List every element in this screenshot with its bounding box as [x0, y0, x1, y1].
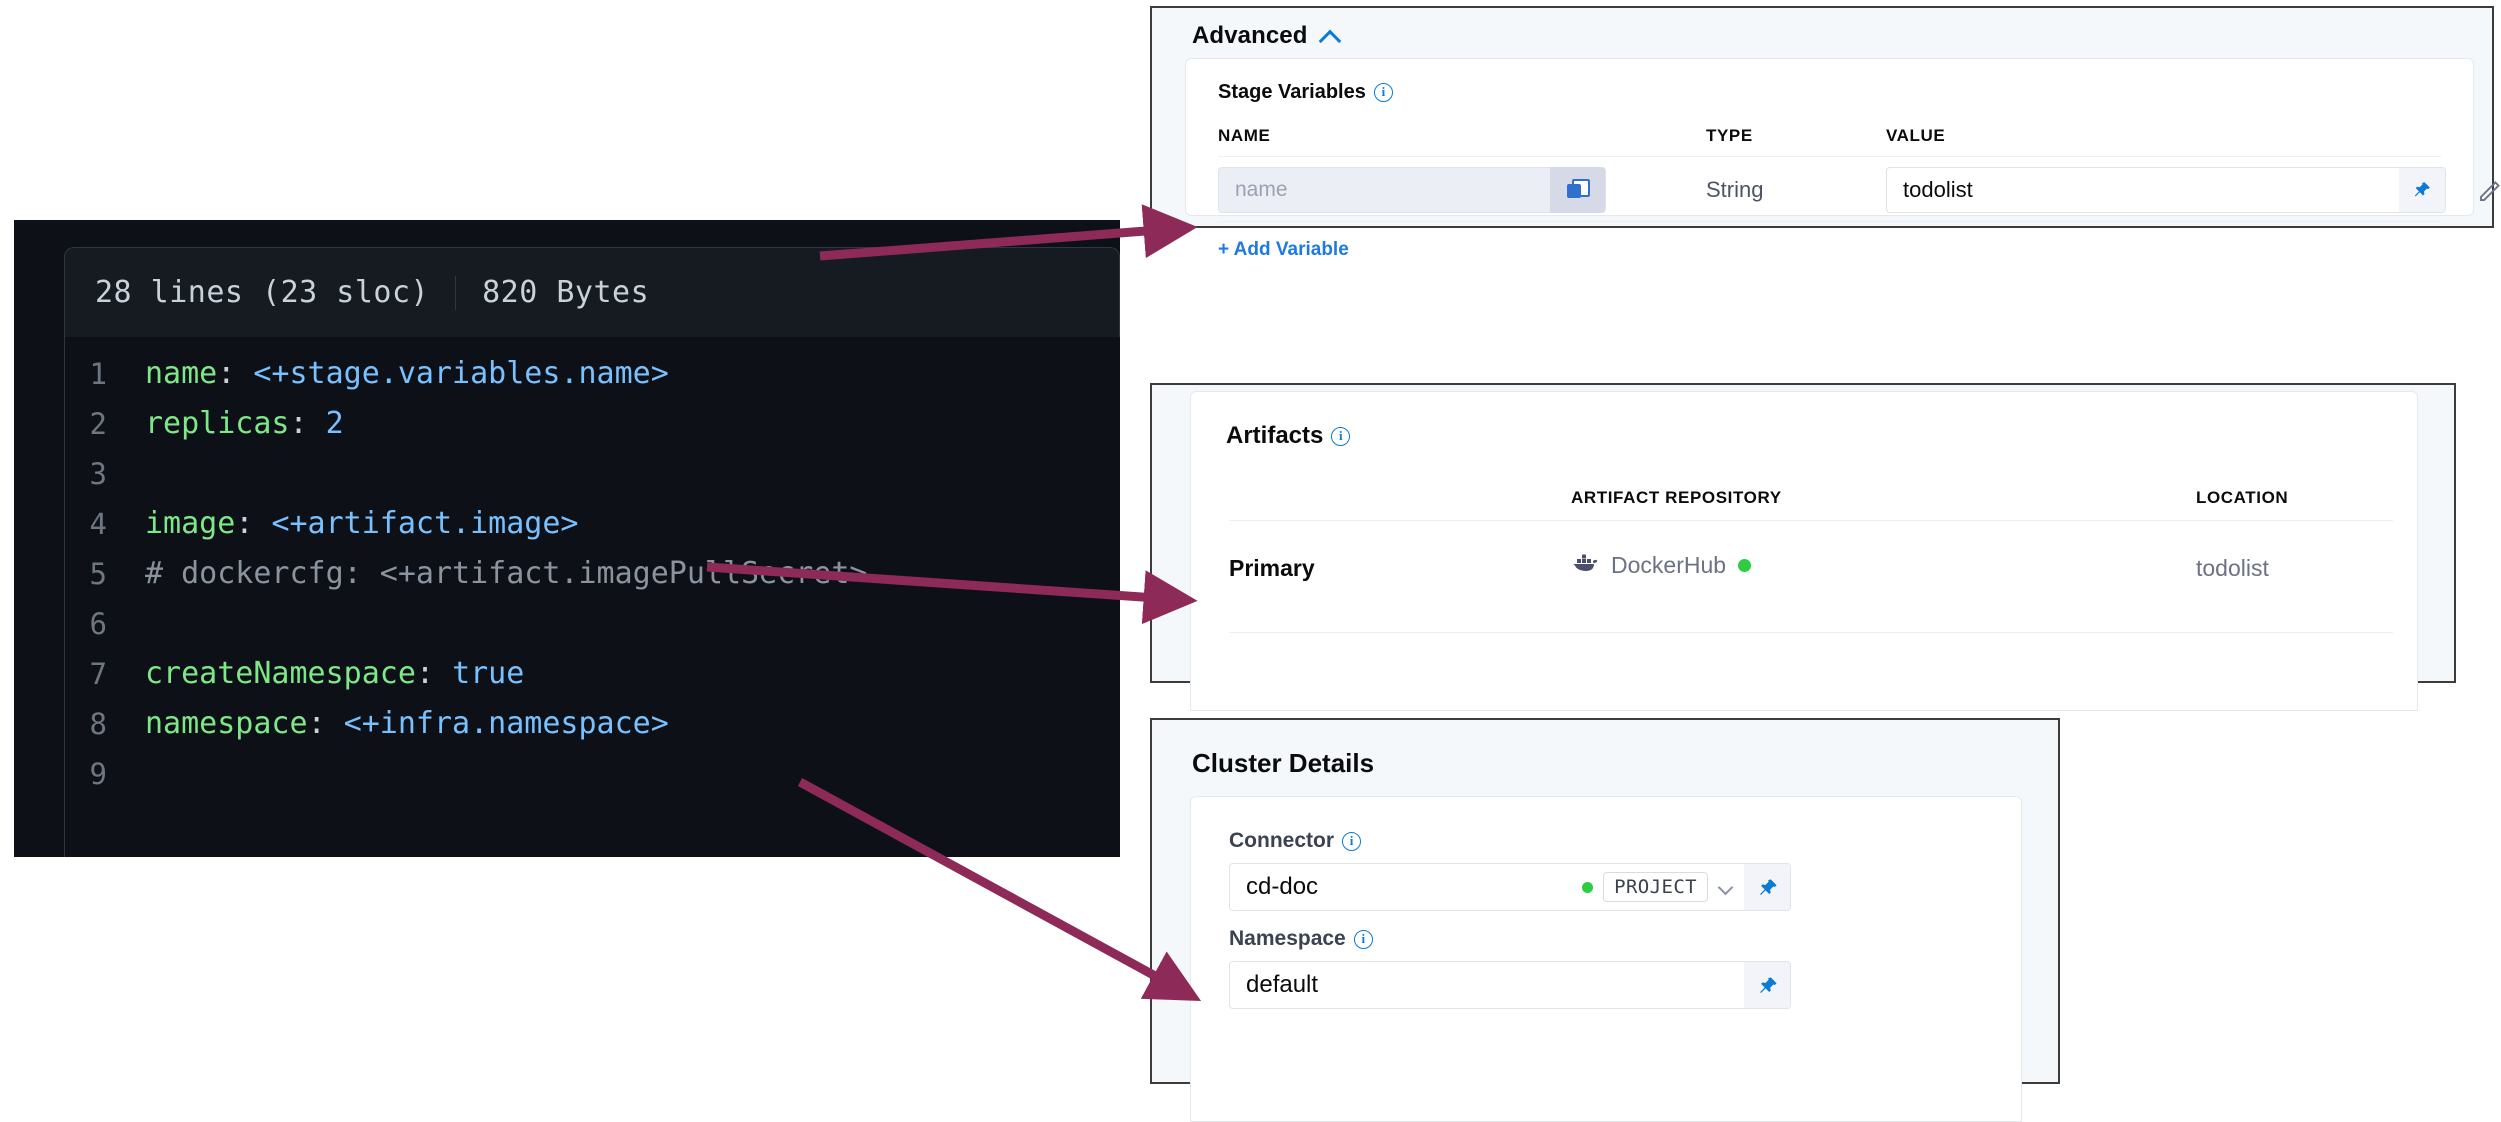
line-number: 2	[89, 407, 107, 441]
connector-value[interactable]: cd-doc	[1246, 873, 1319, 900]
table-divider	[1229, 520, 2393, 521]
connector-scope-chip: PROJECT	[1603, 872, 1708, 902]
artifact-location-value: todolist	[2196, 555, 2269, 581]
connector-label: Connector	[1229, 829, 1334, 852]
advanced-title: Advanced	[1192, 22, 1308, 49]
cluster-details-card: Connector i cd-doc PROJECT Namespace i d…	[1190, 796, 2022, 1122]
artifacts-label-group: Artifacts i	[1226, 422, 1351, 450]
code-line: 7 createNamespace: true	[65, 649, 1120, 699]
line-content: createNamespace: true	[145, 656, 525, 691]
info-icon[interactable]: i	[1342, 831, 1361, 851]
artifacts-label: Artifacts	[1226, 422, 1324, 449]
info-icon[interactable]: i	[1373, 83, 1393, 102]
code-line: 9	[65, 749, 1120, 799]
stage-variables-label-group: Stage Variables i	[1218, 81, 1393, 104]
variable-type-value: String	[1706, 177, 1764, 202]
line-number: 5	[89, 557, 107, 591]
variable-value-input[interactable]: todolist	[1903, 177, 1973, 202]
stage-variables-label: Stage Variables	[1218, 81, 1366, 103]
docker-whale-icon	[1571, 552, 1599, 579]
line-content: name: <+stage.variables.name>	[145, 356, 669, 391]
variable-value-field[interactable]: todolist	[1886, 167, 2446, 213]
artifact-repository-cell[interactable]: DockerHub	[1571, 552, 1752, 579]
artifact-repository-name: DockerHub	[1611, 552, 1727, 578]
namespace-label: Namespace	[1229, 927, 1346, 950]
artifact-row-name: Primary	[1229, 555, 1315, 581]
line-number: 1	[89, 357, 107, 391]
pin-icon[interactable]	[1744, 864, 1790, 910]
chevron-up-icon[interactable]	[1320, 26, 1340, 46]
line-content: namespace: <+infra.namespace>	[145, 706, 669, 741]
stage-variables-card: Stage Variables i NAME TYPE VALUE name S…	[1185, 58, 2500, 260]
line-number: 8	[89, 707, 107, 741]
code-line: 4 image: <+artifact.image>	[65, 499, 1120, 549]
chevron-down-icon[interactable]	[1718, 879, 1734, 895]
line-number: 7	[89, 657, 107, 691]
line-content: replicas: 2	[145, 406, 344, 441]
code-line: 2 replicas: 2	[65, 399, 1120, 449]
code-line: 8 namespace: <+infra.namespace>	[65, 699, 1120, 749]
line-content: image: <+artifact.image>	[145, 506, 579, 541]
line-number: 3	[89, 457, 107, 491]
code-viewer: 28 lines (23 sloc) 820 Bytes 1 name: <+st…	[14, 220, 1120, 857]
advanced-section-header[interactable]: Advanced	[1192, 22, 1340, 50]
cluster-details-title: Cluster Details	[1192, 748, 1375, 778]
pencil-icon[interactable]	[2476, 175, 2501, 205]
copy-icon[interactable]	[1550, 167, 1605, 213]
code-line: 5 # dockercfg: <+artifact.imagePullSecret…	[65, 549, 1120, 599]
code-file-meta-bar: 28 lines (23 sloc) 820 Bytes	[64, 247, 1120, 337]
column-header-type: TYPE	[1706, 126, 1753, 145]
artifacts-section-box: Artifacts i ARTIFACT REPOSITORY LOCATION…	[1150, 383, 2456, 711]
line-content: # dockercfg: <+artifact.imagePullSecret>	[145, 556, 868, 591]
info-icon[interactable]: i	[1353, 929, 1373, 949]
variable-name-field[interactable]: name	[1218, 167, 1606, 213]
column-header-name: NAME	[1218, 126, 1271, 145]
code-line: 6	[65, 599, 1120, 649]
column-header-value: VALUE	[1886, 126, 1946, 145]
meta-divider	[455, 275, 457, 310]
code-line: 3	[65, 449, 1120, 499]
connector-field[interactable]: cd-doc PROJECT	[1229, 863, 1791, 911]
column-header-location: LOCATION	[2196, 488, 2289, 507]
pin-icon[interactable]	[2399, 168, 2445, 212]
table-divider	[1218, 156, 2441, 157]
connector-scope-group: PROJECT	[1582, 872, 1744, 902]
status-dot-icon	[1738, 559, 1752, 572]
cluster-details-section-box: Cluster Details Connector i cd-doc PROJE…	[1150, 718, 2060, 1122]
code-lines-container: 1 name: <+stage.variables.name> 2 replicas:…	[64, 337, 1120, 857]
code-size-label: 820 Bytes	[482, 275, 650, 310]
stage-variable-row: name String todolist	[1218, 167, 2500, 215]
artifacts-card: Artifacts i ARTIFACT REPOSITORY LOCATION…	[1190, 391, 2418, 711]
column-header-artifact-repository: ARTIFACT REPOSITORY	[1571, 488, 1782, 507]
pin-icon[interactable]	[1744, 962, 1790, 1008]
namespace-label-group: Namespace i	[1229, 927, 1373, 951]
connector-label-group: Connector i	[1229, 829, 1361, 853]
table-divider	[1229, 632, 2393, 633]
advanced-section-box: Advanced Stage Variables i NAME TYPE VAL…	[1150, 6, 2500, 260]
code-line: 1 name: <+stage.variables.name>	[65, 349, 1120, 399]
line-number: 9	[89, 757, 107, 791]
info-icon[interactable]: i	[1331, 426, 1351, 446]
add-variable-button[interactable]: + Add Variable	[1218, 239, 1349, 260]
code-lines-label: 28 lines (23 sloc)	[95, 275, 430, 310]
line-number: 4	[89, 507, 107, 541]
namespace-value[interactable]: default	[1246, 971, 1319, 998]
variable-name-input[interactable]: name	[1235, 178, 1288, 201]
namespace-field[interactable]: default	[1229, 961, 1791, 1009]
status-dot-icon	[1582, 881, 1594, 893]
line-number: 6	[89, 607, 107, 641]
table-divider	[1218, 221, 2441, 222]
